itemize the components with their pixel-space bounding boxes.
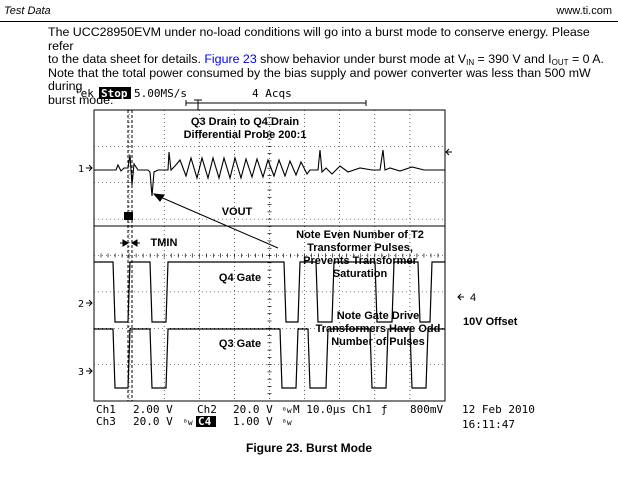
ch2-arrow-icon — [86, 299, 93, 307]
vin-subscript: IN — [466, 58, 475, 68]
figure-23-link[interactable]: Figure 23 — [204, 52, 257, 67]
page-header: Test Data www.ti.com — [0, 0, 618, 22]
ann-odd-line1: Note Gate Drive — [337, 310, 420, 322]
readout-ch2: Ch2 — [197, 403, 217, 416]
intro-paragraph: The UCC28950EVM under no-load conditions… — [48, 25, 608, 108]
readout-timebase: M 10.0µs — [293, 403, 346, 416]
para-line-2a: to the data sheet for details. — [48, 52, 205, 67]
ref4-arrow-icon — [457, 293, 464, 301]
stop-badge-bg — [99, 87, 131, 99]
readout-trigger-slope-icon: ƒ — [381, 403, 388, 416]
ann-probe-line1: Q3 Drain to Q4 Drain — [191, 116, 299, 128]
header-rule — [0, 21, 618, 22]
ann-tmin: TMIN — [151, 237, 178, 249]
header-website-link[interactable]: www.ti.com — [556, 5, 612, 17]
scope-graticule — [93, 109, 446, 402]
time-cursors — [127, 110, 133, 401]
ann-q4-gate: Q4 Gate — [219, 272, 261, 284]
ann-probe-line2: Differential Probe 200:1 — [184, 129, 307, 141]
ch1-ground-marker: 1 — [78, 164, 84, 175]
para-line-1: The UCC28950EVM under no-load conditions… — [48, 25, 590, 53]
scope-sample-rate: 5.00MS/s — [134, 87, 187, 100]
readout-date: 12 Feb 2010 — [462, 403, 535, 416]
para-line-2b: show behavior under burst mode at V — [256, 52, 467, 67]
c4-badge-bg — [196, 416, 216, 427]
readout-ch3: Ch3 — [96, 415, 116, 428]
readout-ch1: Ch1 — [96, 403, 116, 416]
header-section-title: Test Data — [4, 5, 51, 17]
scope-acquisitions: 4 Acqs — [252, 87, 292, 100]
trigger-level-arrow-icon — [445, 148, 452, 156]
ann-even-line3: Prevents Transformer — [303, 255, 417, 267]
readout-c4-value: 1.00 V — [233, 415, 273, 428]
readout-c4: C4 — [198, 415, 212, 428]
oscilloscope-figure: ᵀek Stop 5.00MS/s 4 Acqs 1 2 3 4 10V Off… — [74, 87, 535, 431]
readout-bw-2: ᴮw — [183, 418, 193, 427]
ann-vout: VOUT — [222, 206, 253, 218]
ann-q3-gate: Q3 Gate — [219, 338, 261, 350]
trace-ch2-q4-gate — [94, 261, 445, 323]
record-bracket — [185, 99, 367, 110]
readout-trigger-ch: Ch1 — [352, 403, 372, 416]
trigger-marker — [124, 212, 133, 220]
para-line-4: burst mode. — [48, 92, 114, 107]
readout-bw-1: ᴮw — [282, 406, 292, 415]
ann-even-line2: Transformer Pulses, — [307, 242, 413, 254]
ann-even-line1: Note Even Number of T2 — [296, 229, 424, 241]
ch1-arrow-icon — [86, 164, 93, 172]
ann-even-line4: Saturation — [333, 268, 388, 280]
iout-subscript: OUT — [551, 58, 569, 68]
para-line-2d: = 0 A. — [568, 52, 604, 67]
ref4-marker: 4 — [470, 292, 476, 304]
ann-odd-line3: Number of Pulses — [331, 336, 425, 348]
scope-mode: Stop — [101, 87, 128, 100]
para-line-2c: = 390 V and I — [474, 52, 552, 67]
readout-time: 16:11:47 — [462, 418, 515, 431]
scope-brand: ᵀek — [74, 87, 94, 100]
ch3-ground-marker: 3 — [78, 367, 84, 378]
readout-ch2-value: 20.0 V — [233, 403, 273, 416]
trace-ch1-drain — [94, 149, 445, 197]
readout-ch3-value: 20.0 V — [133, 415, 173, 428]
readout-trigger-level: 800mV — [410, 403, 443, 416]
ann-odd-line2: Transformers Have Odd — [316, 323, 441, 335]
ch3-arrow-icon — [86, 367, 93, 375]
readout-ch1-value: 2.00 V — [133, 403, 173, 416]
readout-bw-3: ᴮw — [282, 418, 292, 427]
figure-caption: Figure 23. Burst Mode — [245, 441, 373, 455]
para-line-3: Note that the total power consumed by th… — [48, 65, 591, 94]
offset-label: 10V Offset — [463, 316, 518, 328]
trace-ch3-q3-gate — [94, 328, 445, 389]
annotation-arrows — [120, 193, 279, 249]
ch2-ground-marker: 2 — [78, 299, 84, 310]
